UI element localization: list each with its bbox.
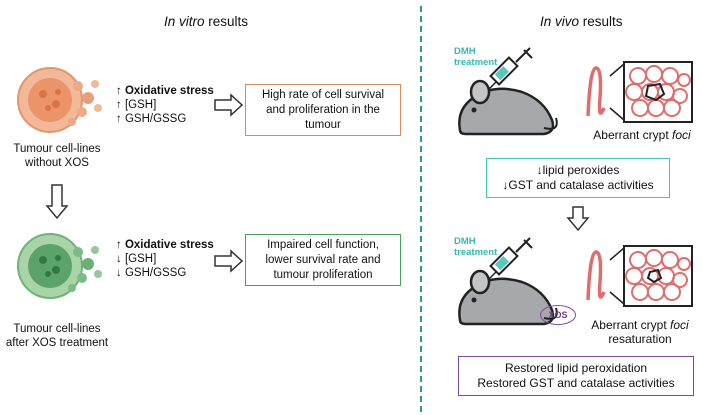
down-arrow-icon bbox=[45, 184, 69, 220]
result-box-lipid-peroxides: ↓lipid peroxides↓GST and catalase activi… bbox=[486, 158, 670, 198]
section-divider bbox=[420, 6, 422, 412]
aberrant-crypt-icon bbox=[586, 245, 693, 307]
caption-without-xos: Tumour cell-lines without XOS bbox=[13, 143, 101, 169]
right-arrow-icon bbox=[214, 93, 244, 117]
tumour-cell-orange-icon bbox=[17, 67, 102, 133]
crypt-label-top: Aberrant crypt foci bbox=[593, 128, 691, 142]
syringe-icon bbox=[487, 47, 533, 91]
xos-badge: XOS bbox=[540, 305, 576, 325]
result-box-impaired-function: Impaired cell function,lower survival ra… bbox=[245, 234, 401, 286]
crypt-label-bottom: Aberrant crypt foci resaturation bbox=[591, 318, 689, 346]
aberrant-crypt-icon bbox=[586, 61, 693, 123]
marker-list-top: ↑ Oxidative stress ↑ [GSH] ↑ GSH/GSSG bbox=[116, 85, 214, 125]
tumour-cell-green-icon bbox=[17, 233, 102, 299]
in-vivo-title: In vivo results bbox=[540, 14, 623, 29]
down-arrow-icon bbox=[566, 206, 590, 232]
mouse-icon bbox=[458, 79, 558, 136]
marker-list-bottom: ↑ Oxidative stress ↓ [GSH] ↓ GSH/GSSG bbox=[116, 239, 214, 279]
right-arrow-icon bbox=[214, 249, 244, 273]
in-vitro-title: In vitro results bbox=[164, 14, 249, 29]
caption-after-xos: Tumour cell-lines after XOS treatment bbox=[5, 323, 109, 349]
syringe-icon bbox=[487, 237, 533, 281]
